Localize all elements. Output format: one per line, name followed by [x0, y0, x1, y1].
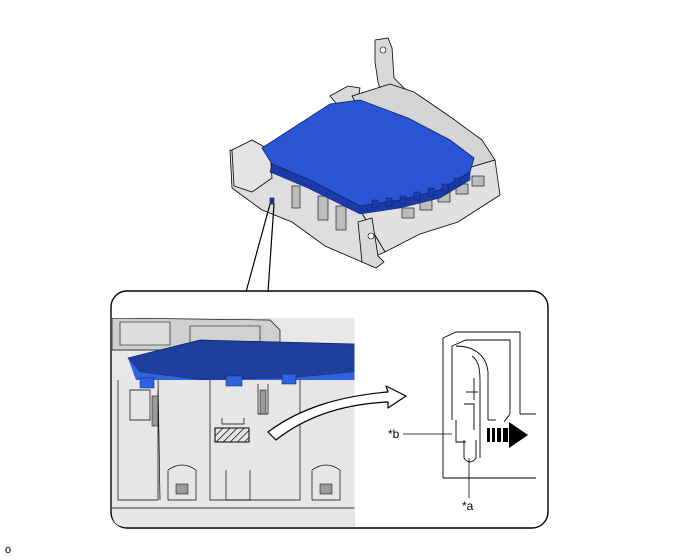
ecu-module-illustration [229, 37, 501, 269]
detail-inset-panel [110, 290, 549, 529]
callout-label-a: *a [462, 499, 474, 513]
figure-code: o [5, 544, 12, 556]
curved-arrow-icon [267, 385, 407, 441]
closeup-render [112, 318, 355, 527]
callout-label-b: *b [388, 427, 400, 441]
magnify-leader-lines [245, 203, 275, 293]
dashed-arrow-right-icon [487, 422, 528, 448]
callout-leaders [403, 433, 470, 498]
clip-section-drawing [442, 331, 536, 479]
hatched-rectangle-icon [214, 427, 250, 443]
